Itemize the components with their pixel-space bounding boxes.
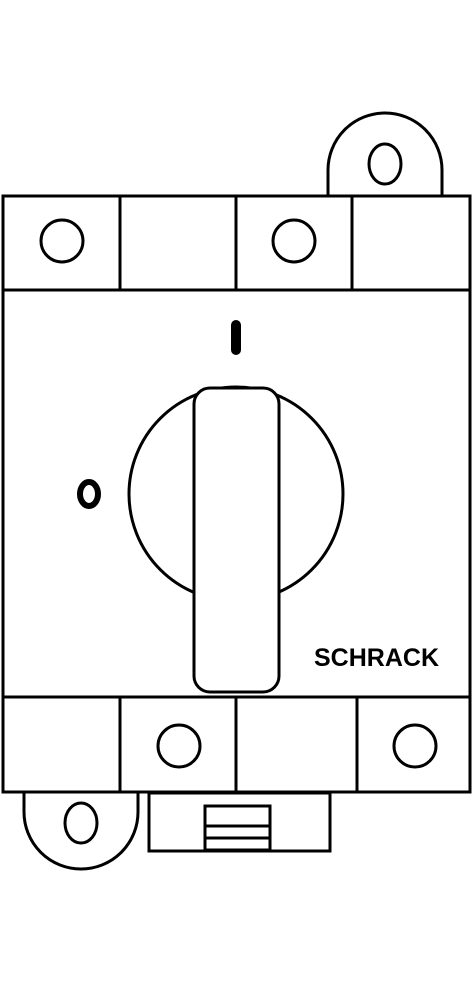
bottom-ear-hole: [63, 801, 99, 845]
position-off-mark: [77, 479, 101, 509]
top-terminal-screw: [39, 218, 85, 264]
bottom-terminal-screw: [392, 723, 438, 769]
din-clip-slot: [203, 804, 272, 852]
bottom-terminal-screw: [156, 723, 202, 769]
brand-label: SCHRACK: [314, 644, 439, 672]
rotary-handle: [192, 386, 281, 694]
position-on-mark: [231, 320, 241, 355]
top-ear-hole: [367, 142, 403, 186]
top-terminal-screw: [271, 218, 317, 264]
